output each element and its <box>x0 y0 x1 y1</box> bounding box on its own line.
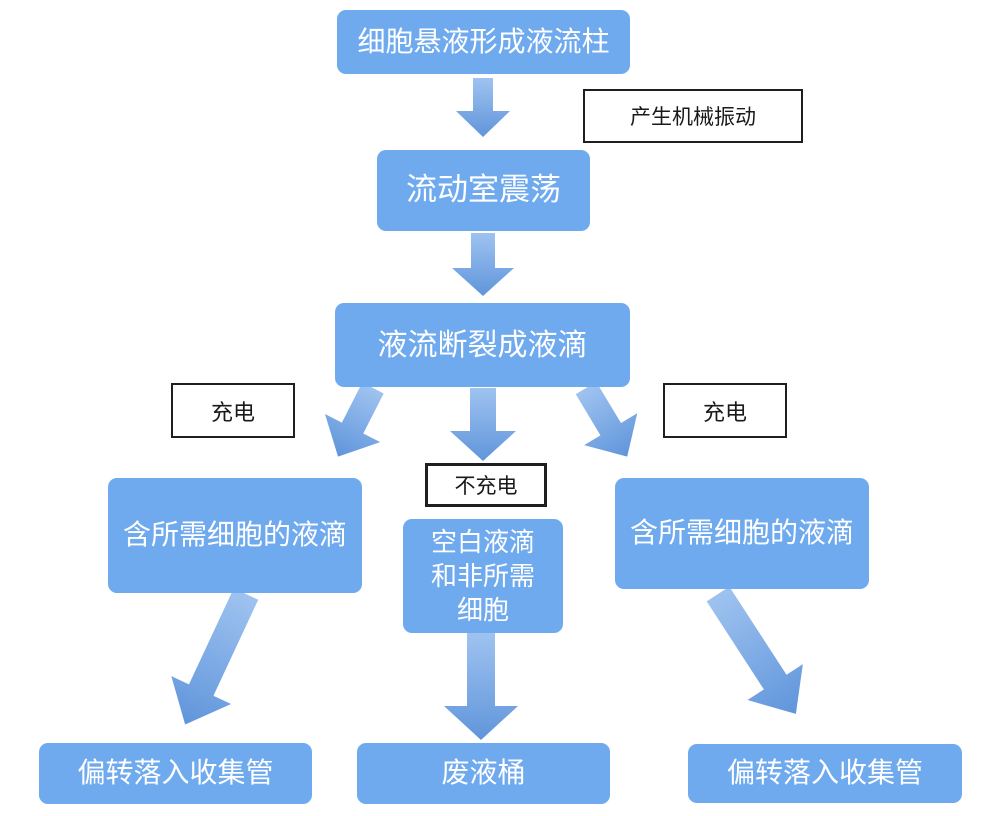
node-blank-and-unwanted-droplets: 空白液滴 和非所需 细胞 <box>403 519 563 633</box>
node-deflect-into-collection-tube-right: 偏转落入收集管 <box>688 744 962 803</box>
node-droplets-with-target-cells-right: 含所需细胞的液滴 <box>615 478 869 589</box>
node-waste-container: 废液桶 <box>357 743 610 804</box>
connector-arrow-breakup-to-middle-droplet <box>450 388 516 461</box>
connector-arrow-breakup-to-right-droplet <box>575 381 638 457</box>
connector-arrow-chamber-to-breakup <box>452 233 514 296</box>
callout-charge-left: 充电 <box>171 383 295 438</box>
node-deflect-into-collection-tube-left: 偏转落入收集管 <box>39 743 312 804</box>
connector-arrow-suspension-to-chamber <box>456 78 510 137</box>
connector-arrow-right-droplet-to-collection <box>706 586 803 714</box>
callout-mechanical-vibration: 产生机械振动 <box>583 89 803 143</box>
connector-arrow-left-droplet-to-collection <box>171 588 259 725</box>
node-stream-breaks-into-droplets: 液流断裂成液滴 <box>335 303 630 387</box>
connector-arrow-breakup-to-left-droplet <box>324 382 384 457</box>
connector-arrow-middle-droplet-to-waste <box>444 633 518 740</box>
node-cell-suspension-forms-stream: 细胞悬液形成液流柱 <box>337 10 630 74</box>
node-droplets-with-target-cells-left: 含所需细胞的液滴 <box>108 478 362 593</box>
callout-charge-right: 充电 <box>663 383 787 438</box>
callout-no-charge: 不充电 <box>425 463 547 507</box>
node-flow-chamber-oscillation: 流动室震荡 <box>377 150 590 231</box>
